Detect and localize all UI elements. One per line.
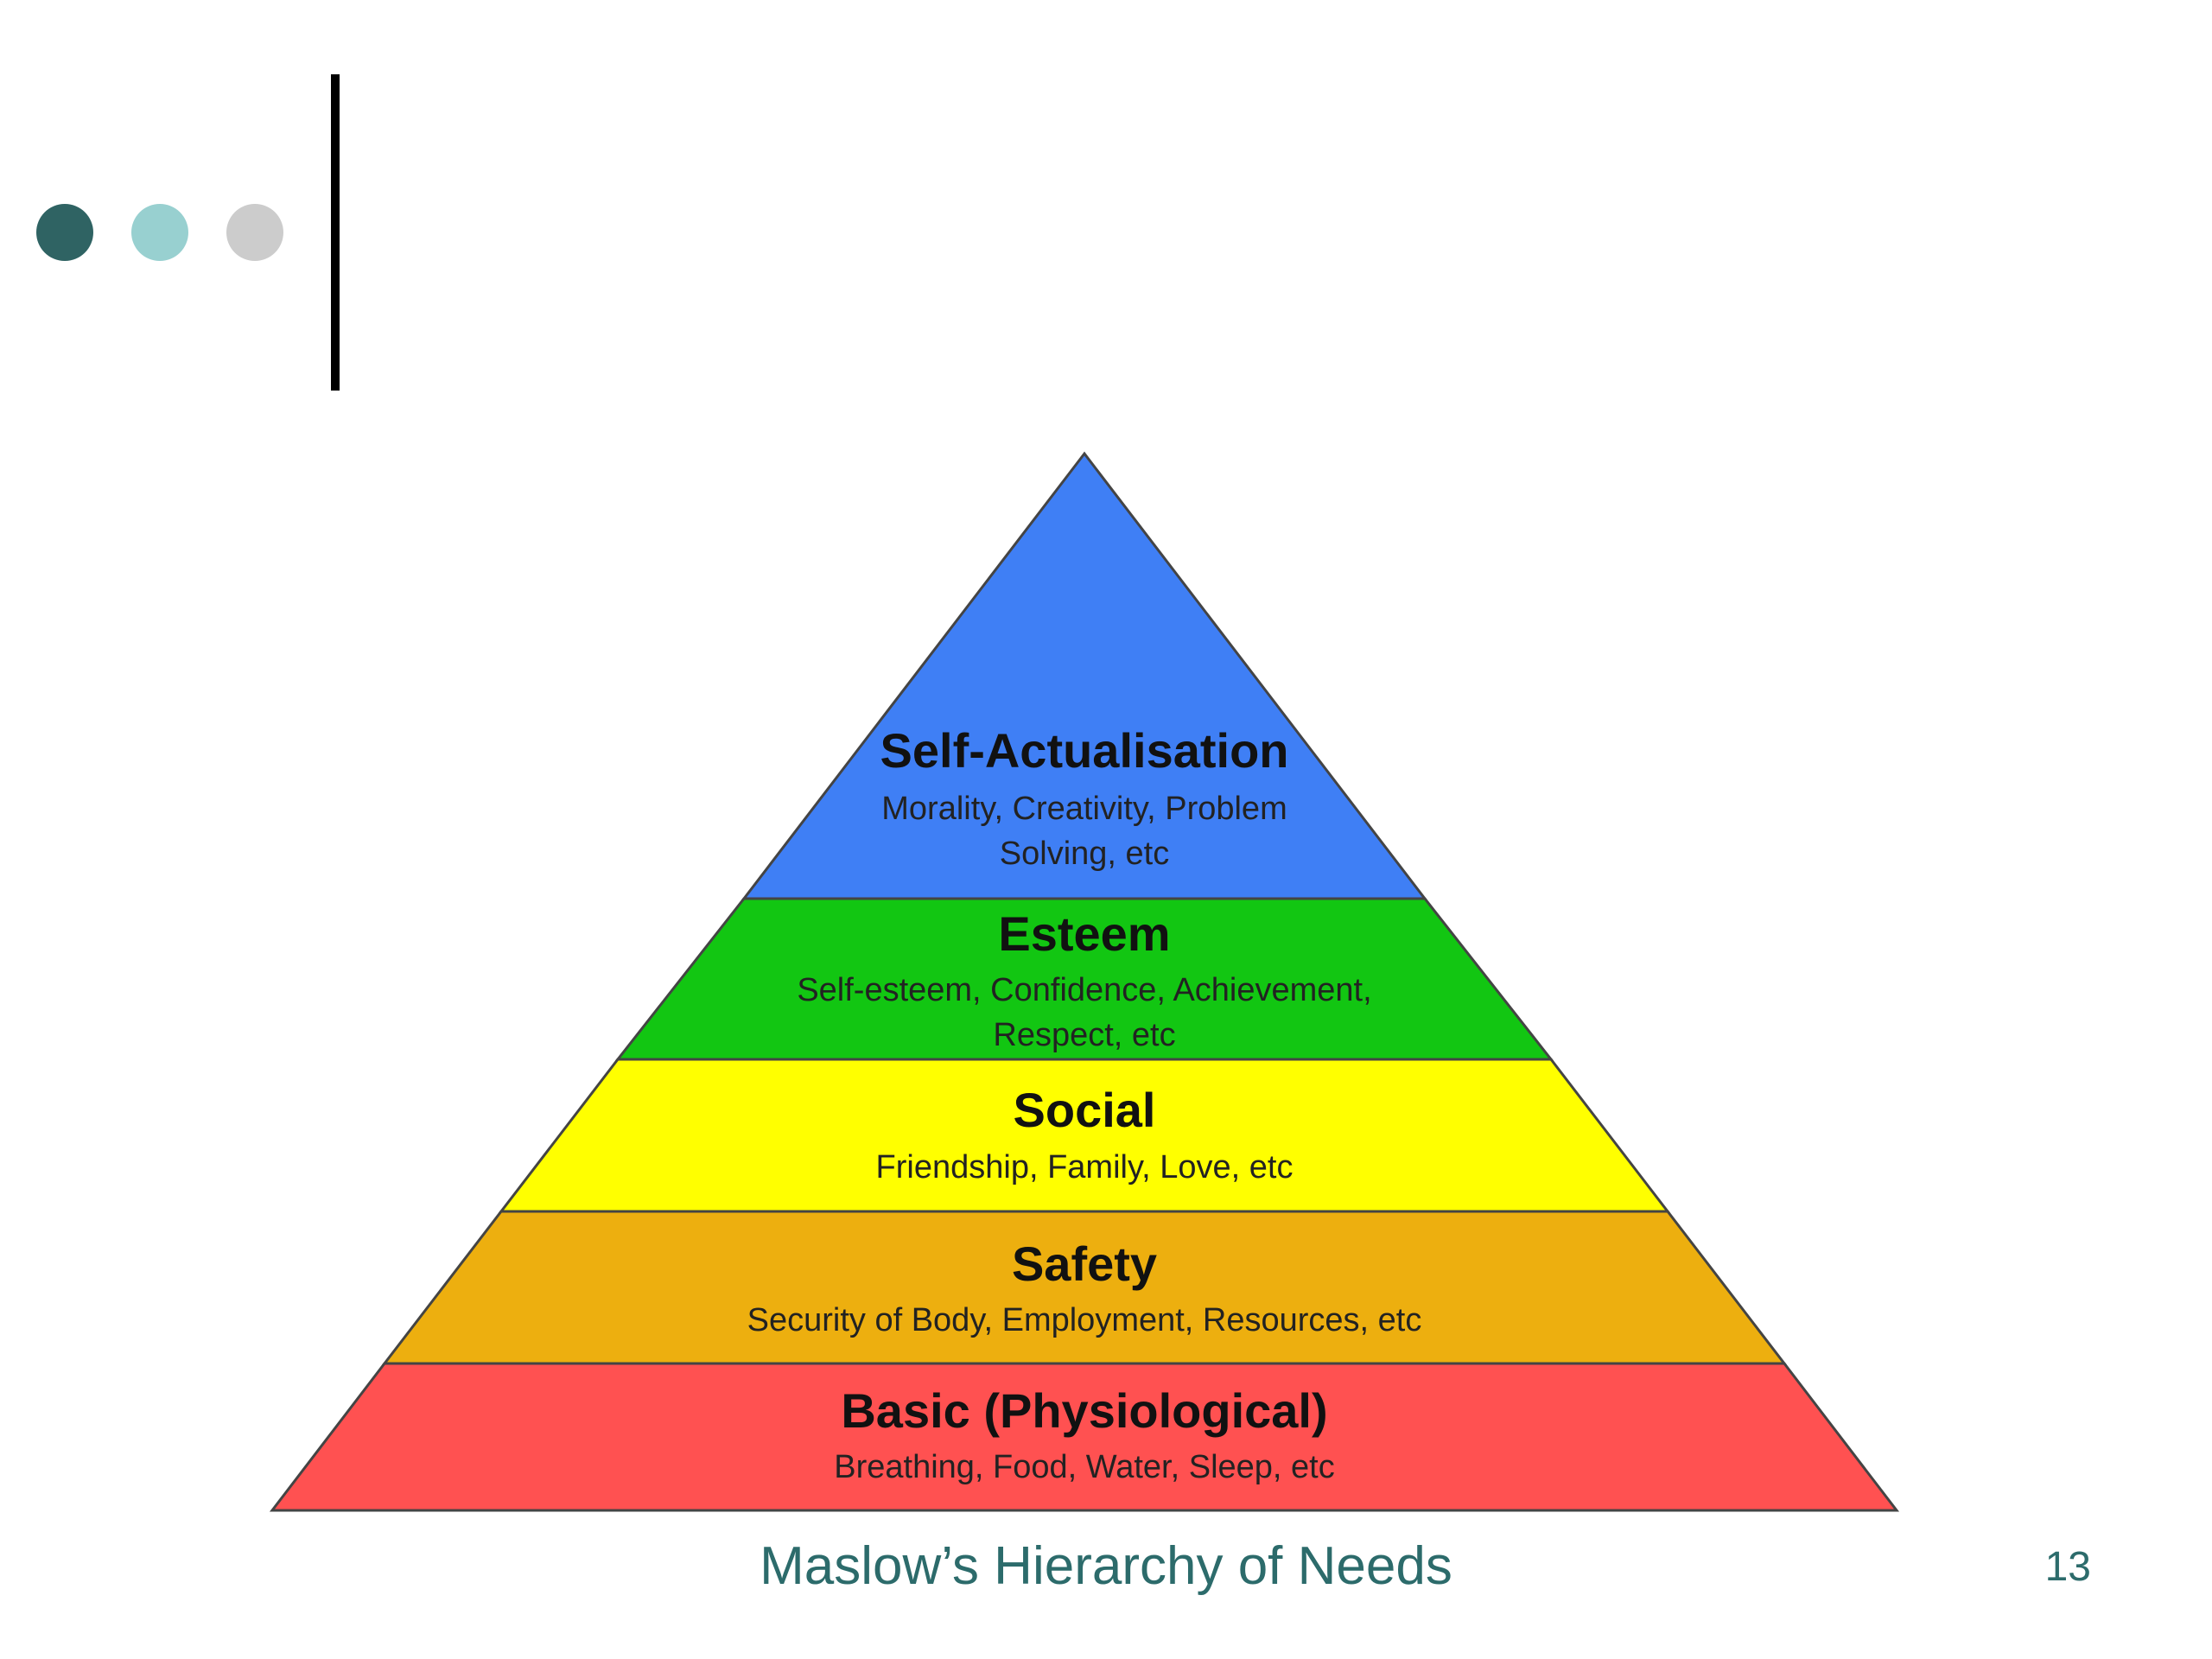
pyramid-band-self-actualisation	[741, 451, 1428, 900]
level-title: Esteem	[998, 906, 1170, 961]
pyramid-level-basic: Basic (Physiological) Breathing, Food, W…	[269, 1362, 1900, 1512]
level-description: Security of Body, Employment, Resources,…	[747, 1302, 1422, 1338]
level-description: Friendship, Family, Love, etc	[876, 1149, 1294, 1185]
level-description: Breathing, Food, Water, Sleep, etc	[834, 1449, 1334, 1485]
level-title: Safety	[1012, 1236, 1157, 1291]
level-title: Self-Actualisation	[880, 723, 1289, 778]
pyramid-level-esteem: Esteem Self-esteem, Confidence, Achievem…	[614, 897, 1554, 1061]
level-description: Respect, etc	[993, 1017, 1175, 1053]
decorative-vertical-bar	[331, 74, 340, 391]
slide-caption: Maslow’s Hierarchy of Needs	[760, 1536, 1452, 1596]
pyramid-level-safety: Safety Security of Body, Employment, Res…	[381, 1210, 1788, 1365]
level-description: Self-esteem, Confidence, Achievement,	[797, 972, 1371, 1008]
decorative-dot-dark	[36, 204, 93, 261]
pyramid-level-self-actualisation: Self-Actualisation Morality, Creativity,…	[741, 451, 1428, 900]
pyramid-band-basic	[269, 1362, 1900, 1512]
decorative-dot-gray	[226, 204, 283, 261]
decorative-dot-light	[131, 204, 188, 261]
level-title: Basic (Physiological)	[841, 1383, 1327, 1438]
level-description: Solving, etc	[1000, 836, 1169, 872]
pyramid-level-social: Social Friendship, Family, Love, etc	[498, 1058, 1671, 1213]
level-title: Social	[1014, 1083, 1156, 1137]
level-description: Morality, Creativity, Problem	[881, 791, 1287, 827]
page-number: 13	[2044, 1544, 2091, 1590]
